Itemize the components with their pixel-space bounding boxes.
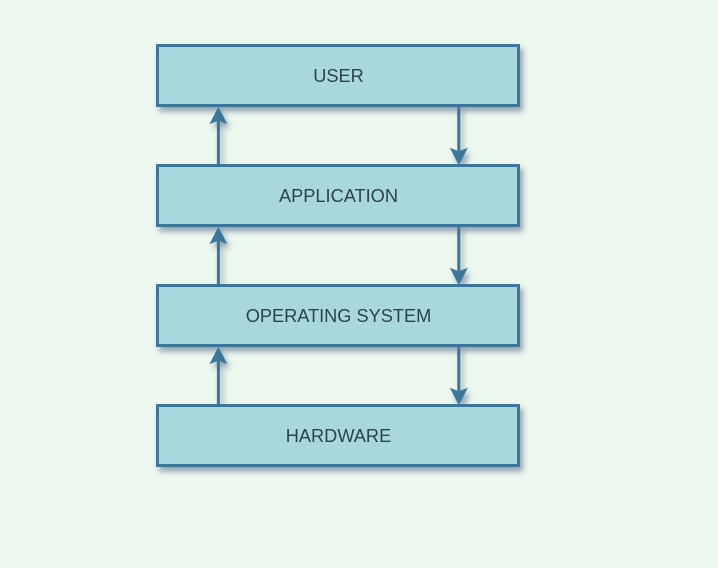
svg-text:APPLICATION: APPLICATION <box>279 186 398 206</box>
svg-text:OPERATING SYSTEM: OPERATING SYSTEM <box>246 306 432 326</box>
svg-text:USER: USER <box>313 66 364 86</box>
svg-text:HARDWARE: HARDWARE <box>286 426 391 446</box>
